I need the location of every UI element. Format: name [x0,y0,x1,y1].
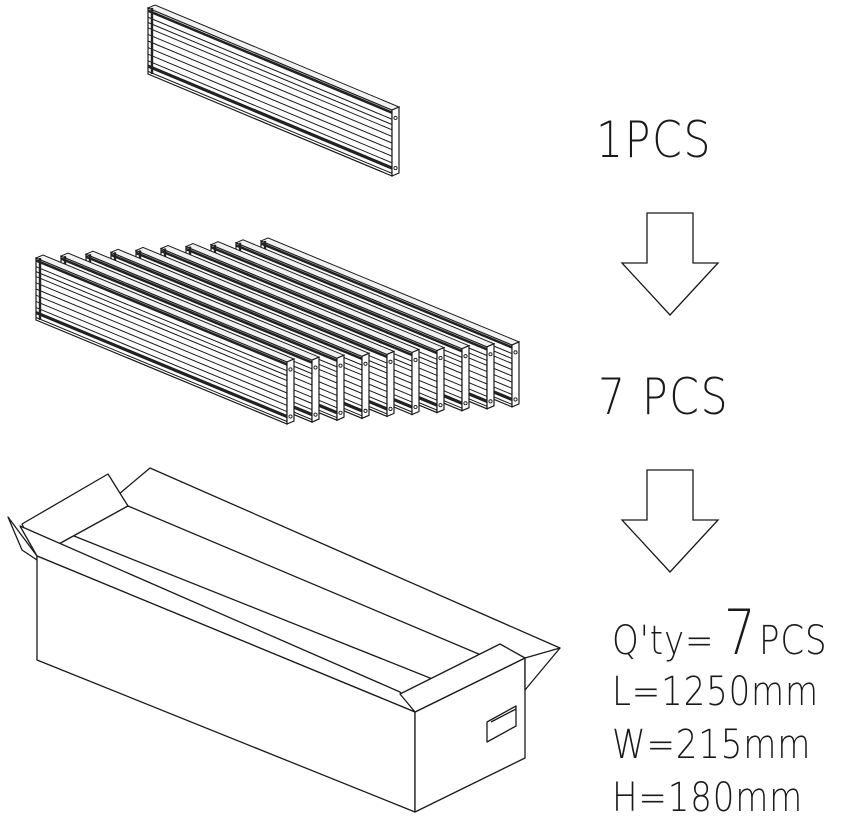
panel-groove-line [35,276,288,382]
quantity-spec: Q'ty=7PCS [612,602,839,664]
panel-groove-line [147,60,393,164]
panel-bundle [34,237,521,425]
panel-screw-hole [313,365,318,370]
panel-screw-hole [513,350,518,355]
panel-screw-hole [363,361,368,366]
panel-groove-line [135,251,388,359]
panel-groove-line [147,40,393,144]
panel-groove-line [35,311,288,419]
panel-screw-hole [338,363,343,368]
panel-groove-line [147,64,393,170]
panel-end-cap [311,356,320,424]
panel-groove-line [35,271,288,377]
panel-groove-line [147,16,393,120]
panel-end-cap [461,344,470,412]
panel-screw-hole [388,359,393,364]
box-handle-hole [486,705,517,743]
panel-groove-line [235,244,488,351]
panel-groove-line [147,33,393,137]
height-spec: H=180mm [612,775,804,821]
panel-groove-line [147,53,393,157]
panel [146,4,401,177]
panel-end-cap [286,358,295,425]
panel-screw-hole [413,405,418,410]
single-quantity-label: 1PCS [596,111,713,169]
panel-screw-hole [413,357,418,362]
panel-groove-line [160,249,413,357]
panel-groove-line [147,47,393,151]
arrow-outline [620,212,720,316]
box-right-top-flap [399,643,526,713]
panel-end-cap [411,348,420,416]
down-arrow-icon [620,212,720,316]
panel-groove-line [35,294,288,400]
panel-screw-hole [463,401,468,406]
panel-screw-hole [313,412,318,417]
single-panel [146,4,401,177]
panel-screw-hole [288,414,293,419]
panel-groove-line [60,257,313,364]
panel-groove-line [35,282,288,388]
panel-end-cap [511,340,520,408]
panel-screw-hole [513,397,518,402]
arrow-outline [620,469,720,573]
panel-screw-hole [363,408,368,413]
quantity-prefix: Q'ty= [612,618,715,664]
panel-end-cap [391,106,400,177]
panel-groove-line [35,259,288,366]
panel-screw-hole [393,166,398,171]
panel-groove-line [210,245,463,353]
panel-screw-hole [488,399,493,404]
panel-groove-line [260,242,513,349]
panel-groove-line [185,247,438,355]
panel-screw-hole [393,115,398,120]
bundle-quantity-label: 7 PCS [598,368,730,426]
box-handle-inner-edge [490,708,517,723]
panel-groove-line [147,27,393,131]
panel-screw-hole [463,354,468,359]
panel-groove-line [147,70,393,174]
panel-groove-line [147,22,393,125]
panel-end-cap [336,354,345,422]
panel-screw-hole [438,355,443,361]
panel-groove-line [35,307,288,413]
panel-screw-hole [388,406,393,412]
box-inner-edge [73,535,456,689]
panel-end-cap [486,342,495,410]
quantity-value: 7 [724,596,757,669]
width-spec: W=215mm [612,722,812,768]
panel-groove-line [35,317,288,422]
panel-end-cap [386,350,395,418]
open-carton-box [7,467,561,813]
panel-screw-hole [338,410,343,415]
panel-end-cap [361,352,370,420]
panel-groove-line [147,9,393,114]
panel [34,254,296,425]
panel-groove-line [110,253,363,360]
panel-end-cap [436,346,445,414]
panel-groove-line [35,266,288,372]
panel-groove-line [35,300,288,406]
length-spec: L=1250mm [612,669,820,715]
panel-groove-line [35,288,288,394]
panel-screw-hole [438,403,443,408]
panel-groove-line [85,255,338,362]
panel-screw-hole [488,352,493,357]
box-right-side-flap [524,647,561,691]
panel-screw-hole [288,367,293,372]
down-arrow-icon [620,469,720,573]
quantity-unit: PCS [758,618,828,664]
